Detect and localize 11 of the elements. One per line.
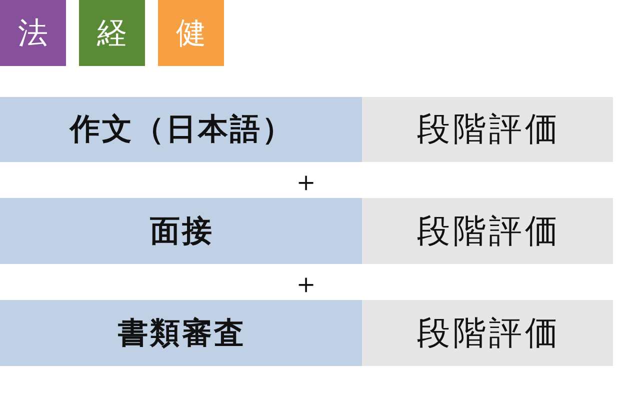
plus-sign: ＋ bbox=[292, 168, 320, 196]
subject-cell: 面接 bbox=[0, 198, 362, 264]
subject-cell: 作文（日本語） bbox=[0, 97, 362, 162]
grading-cell: 段階評価 bbox=[362, 300, 613, 366]
subject-cell: 書類審査 bbox=[0, 300, 362, 366]
grading-cell: 段階評価 bbox=[362, 198, 613, 264]
grading-cell: 段階評価 bbox=[362, 97, 613, 162]
plus-sign: ＋ bbox=[292, 270, 320, 298]
category-tile: 健 bbox=[158, 0, 224, 66]
category-tile: 法 bbox=[0, 0, 66, 66]
category-tile: 経 bbox=[79, 0, 145, 66]
